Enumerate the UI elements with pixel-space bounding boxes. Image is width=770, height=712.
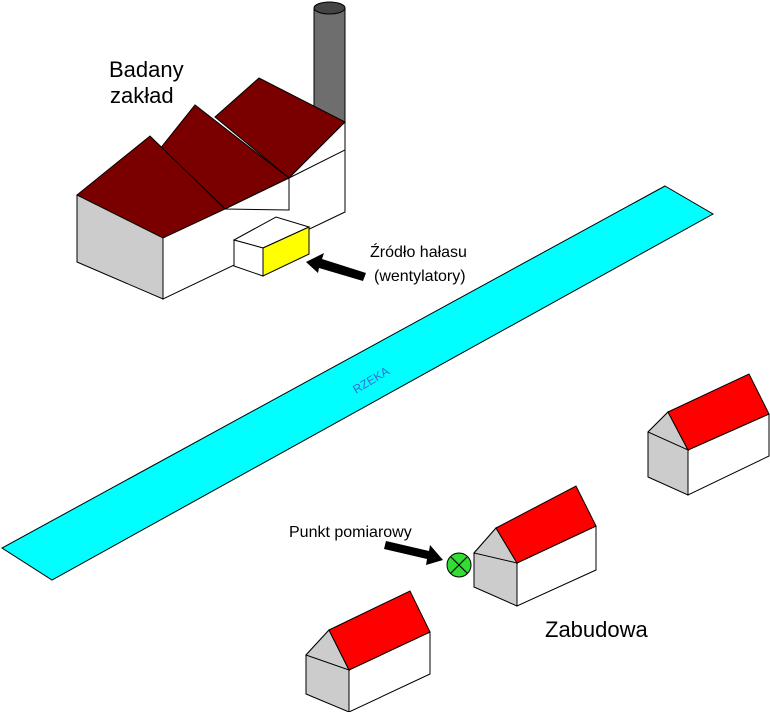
- arrow-right-icon: [306, 253, 366, 281]
- roof-segment: [76, 135, 226, 239]
- noise-source-box: [232, 216, 311, 277]
- house: [647, 373, 770, 496]
- noise-source-label-line2: (wentylatory): [374, 268, 466, 285]
- house: [305, 590, 431, 712]
- river: [1, 185, 715, 581]
- house: [473, 485, 597, 607]
- factory-building: [76, 77, 346, 300]
- measurement-point-label: Punkt pomiarowy: [289, 524, 412, 541]
- buildings-label: Zabudowa: [545, 617, 649, 642]
- chimney: [313, 1, 346, 129]
- measurement-point-icon: [446, 552, 472, 578]
- noise-source-label-line1: Źródło hałasu: [370, 242, 467, 261]
- factory-label-line1: Badany: [109, 57, 184, 82]
- factory-label-line2: zakład: [110, 83, 174, 108]
- arrow-right-icon: [384, 541, 443, 565]
